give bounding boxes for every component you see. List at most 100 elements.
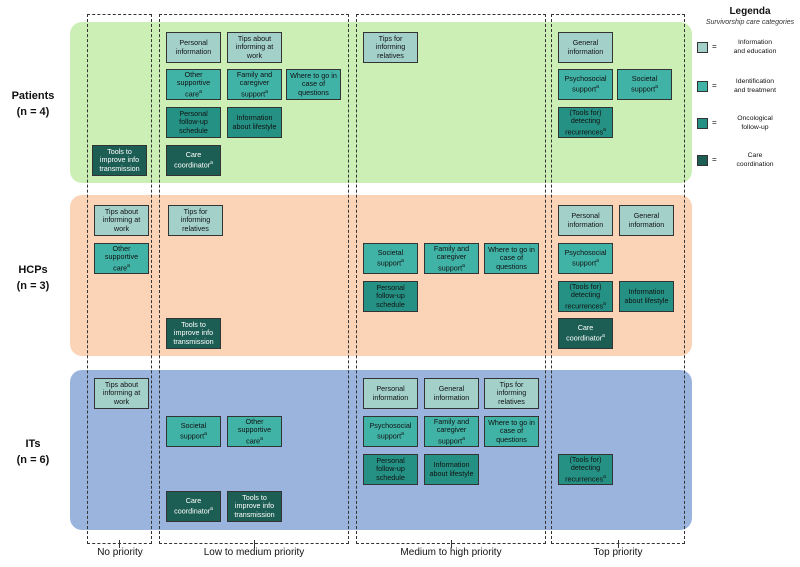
box-psychosocial-support: Psychosocial supporta bbox=[558, 243, 613, 274]
box-label: Other supportive care bbox=[104, 243, 139, 272]
row-name: HCPs bbox=[18, 264, 48, 276]
box-label: Tips about informing at work bbox=[235, 33, 274, 60]
row-label-patients: Patients (n = 4) bbox=[0, 88, 66, 120]
box-label: Personal information bbox=[372, 384, 409, 402]
box-follow-up-schedule: Personal follow-up schedule bbox=[363, 454, 418, 485]
legend-equals: = bbox=[712, 118, 717, 127]
box-label: Where to go in case of questions bbox=[290, 70, 337, 97]
box-label: Personal information bbox=[175, 38, 212, 56]
box-label: General information bbox=[433, 384, 470, 402]
box-label: Where to go in case of questions bbox=[488, 244, 535, 271]
box-label: Family and caregiver support bbox=[433, 416, 470, 445]
legend-label-information-education: Information and education bbox=[720, 38, 790, 56]
legend-equals: = bbox=[712, 155, 717, 164]
box-label: Societal support bbox=[180, 420, 207, 441]
row-label-hcps: HCPs (n = 3) bbox=[0, 262, 66, 294]
legend-equals: = bbox=[712, 81, 717, 90]
box-label: Tips for informing relatives bbox=[496, 379, 527, 406]
legend-line: Identification bbox=[735, 78, 775, 85]
box-lifestyle-information: Information about lifestyle bbox=[619, 281, 674, 312]
box-label: Personal follow-up schedule bbox=[376, 455, 405, 482]
row-name: ITs bbox=[25, 438, 41, 450]
box-label: Personal information bbox=[567, 211, 604, 229]
legend-line: and treatment bbox=[734, 87, 776, 94]
box-label: Care coordinator bbox=[174, 495, 211, 516]
box-general-information: General information bbox=[558, 32, 613, 63]
box-follow-up-schedule: Personal follow-up schedule bbox=[363, 281, 418, 312]
column-label-top: Top priority bbox=[593, 547, 643, 558]
box-detecting-recurrences: (Tools for) detecting recurrencesa bbox=[558, 281, 613, 312]
column-tick bbox=[119, 540, 120, 548]
box-personal-information: Personal information bbox=[558, 205, 613, 236]
box-label: Tips for informing relatives bbox=[180, 206, 211, 233]
box-other-supportive-care: Other supportive carea bbox=[227, 416, 282, 447]
footnote-mark: a bbox=[655, 84, 658, 91]
legend-line: and education bbox=[733, 48, 777, 55]
row-label-its: ITs (n = 6) bbox=[0, 436, 66, 468]
column-tick bbox=[618, 540, 619, 548]
column-label-no: No priority bbox=[97, 547, 143, 558]
box-general-information: General information bbox=[619, 205, 674, 236]
box-tips-informing-work: Tips about informing at work bbox=[94, 205, 149, 236]
footnote-mark: a bbox=[603, 300, 606, 307]
box-other-supportive-care: Other supportive carea bbox=[94, 243, 149, 274]
box-label: Psychosocial support bbox=[369, 420, 412, 441]
footnote-mark: a bbox=[210, 160, 213, 167]
box-label: Societal support bbox=[631, 73, 658, 94]
column-label-low: Low to medium priority bbox=[203, 547, 305, 558]
box-label: Other supportive care bbox=[237, 416, 272, 445]
box-follow-up-schedule: Personal follow-up schedule bbox=[166, 107, 221, 138]
legend-label-identification-treatment: Identification and treatment bbox=[720, 77, 790, 95]
box-label: General information bbox=[567, 38, 604, 56]
box-care-coordinator: Care coordinatora bbox=[166, 491, 221, 522]
box-lifestyle-information: Information about lifestyle bbox=[227, 107, 282, 138]
box-label: Psychosocial support bbox=[564, 247, 607, 268]
column-tick bbox=[451, 540, 452, 548]
footnote-mark: a bbox=[127, 262, 130, 269]
box-label: (Tools for) detecting recurrences bbox=[565, 281, 604, 310]
box-label: Information about lifestyle bbox=[624, 287, 669, 305]
legend-equals: = bbox=[712, 42, 717, 51]
box-label: Tools to improve info transmission bbox=[99, 146, 140, 173]
footnote-mark: a bbox=[462, 262, 465, 269]
box-label: (Tools for) detecting recurrences bbox=[565, 107, 604, 136]
legend-swatch-care-coordination bbox=[697, 155, 708, 166]
legend-swatch-information-education bbox=[697, 42, 708, 53]
legend-line: Care bbox=[747, 152, 763, 159]
box-label: Information about lifestyle bbox=[429, 460, 474, 478]
box-label: Psychosocial support bbox=[564, 73, 607, 94]
footnote-mark: a bbox=[603, 473, 606, 480]
box-societal-support: Societal supporta bbox=[166, 416, 221, 447]
footnote-mark: a bbox=[401, 258, 404, 265]
box-label: Other supportive care bbox=[176, 69, 211, 98]
footnote-mark: a bbox=[260, 435, 263, 442]
legend-line: Information bbox=[737, 39, 772, 46]
column-no-priority bbox=[87, 14, 152, 544]
legend-label-oncological-follow-up: Oncological follow-up bbox=[720, 114, 790, 132]
box-detecting-recurrences: (Tools for) detecting recurrencesa bbox=[558, 454, 613, 485]
box-tools-info-transmission: Tools to improve info transmission bbox=[92, 145, 147, 176]
box-personal-information: Personal information bbox=[363, 378, 418, 409]
box-general-information: General information bbox=[424, 378, 479, 409]
row-count: (n = 4) bbox=[16, 106, 50, 118]
footnote-mark: a bbox=[199, 88, 202, 95]
box-family-caregiver-support: Family and caregiver supporta bbox=[424, 416, 479, 447]
box-where-to-go: Where to go in case of questions bbox=[484, 243, 539, 274]
box-personal-information: Personal information bbox=[166, 32, 221, 63]
legend-label-care-coordination: Care coordination bbox=[720, 151, 790, 169]
box-tips-informing-relatives: Tips for informing relatives bbox=[363, 32, 418, 63]
footnote-mark: a bbox=[596, 84, 599, 91]
box-label: Tips about informing at work bbox=[102, 379, 141, 406]
column-label-med: Medium to high priority bbox=[400, 547, 502, 558]
footnote-mark: a bbox=[204, 431, 207, 438]
box-label: Personal follow-up schedule bbox=[376, 282, 405, 309]
box-detecting-recurrences: (Tools for) detecting recurrencesa bbox=[558, 107, 613, 138]
box-label: Information about lifestyle bbox=[232, 113, 277, 131]
legend-line: follow-up bbox=[741, 124, 769, 131]
row-count: (n = 3) bbox=[16, 280, 50, 292]
box-care-coordinator: Care coordinatora bbox=[166, 145, 221, 176]
box-psychosocial-support: Psychosocial supporta bbox=[363, 416, 418, 447]
box-care-coordinator: Care coordinatora bbox=[558, 318, 613, 349]
box-where-to-go: Where to go in case of questions bbox=[286, 69, 341, 100]
box-label: Personal follow-up schedule bbox=[179, 108, 208, 135]
